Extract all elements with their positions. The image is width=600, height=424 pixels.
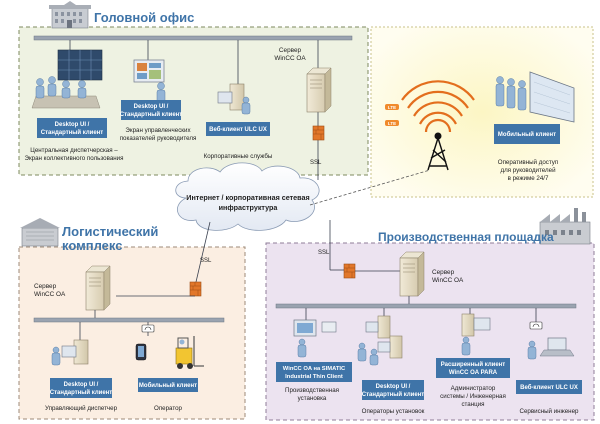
head-client2-cap2: показателей руководителя bbox=[120, 135, 197, 142]
executives-group-icon bbox=[495, 71, 575, 123]
production-client3-line2: WinCC OA PARA bbox=[449, 370, 498, 376]
engineering-station-icon bbox=[461, 313, 491, 356]
mobile-exec-label: Мобильный клиент bbox=[498, 131, 556, 138]
logistics-server-line2: WinCC OA bbox=[34, 291, 66, 298]
logistics-ssl-label: SSL bbox=[200, 258, 212, 264]
head-client3-box bbox=[206, 122, 270, 136]
mobile-exec-cap3: в режиме 24/7 bbox=[508, 175, 549, 182]
mobile-exec-cap1: Оперативный доступ bbox=[498, 159, 558, 166]
factory-building-icon bbox=[539, 208, 591, 245]
cell-tower-icon bbox=[401, 80, 475, 171]
production-client1-box bbox=[276, 362, 352, 382]
head-client1-cap2: Экран коллективного пользования bbox=[25, 155, 124, 162]
logistics-title-line2: комплекс bbox=[62, 238, 122, 253]
logistics-client2-cap1: Оператор bbox=[154, 405, 183, 412]
production-server-line1: Сервер bbox=[432, 269, 455, 276]
logistics-server-icon bbox=[85, 265, 111, 311]
operator-stations-icon bbox=[357, 315, 403, 366]
thin-client-icon bbox=[293, 319, 337, 358]
head-office-title: Головной офис bbox=[94, 10, 194, 25]
logistics-client1-cap1: Управляющий диспетчер bbox=[45, 405, 118, 412]
logistics-client1-box bbox=[50, 378, 112, 398]
head-client2-box bbox=[121, 100, 181, 120]
lte-label-a: LTE bbox=[388, 105, 396, 110]
production-client3-line1: Расширенный клиент bbox=[441, 361, 506, 368]
head-server-line1: Сервер bbox=[279, 47, 302, 54]
dispatcher-pc-icon bbox=[51, 339, 89, 366]
production-title: Производственная площадка bbox=[378, 230, 554, 244]
head-client1-cap1: Центральная диспетчерская – bbox=[30, 147, 118, 154]
production-client2-line1: Desktop UI / bbox=[376, 384, 411, 390]
production-client4-line1: Веб-клиент ULC UX bbox=[520, 384, 578, 391]
logistics-client2-box bbox=[138, 378, 198, 392]
production-client3-cap3: станция bbox=[461, 401, 484, 408]
head-client3-cap1: Корпоративные службы bbox=[204, 153, 273, 160]
lte-badge-icon bbox=[385, 104, 399, 126]
operators-group-icon bbox=[35, 76, 87, 99]
production-client2-box bbox=[362, 380, 424, 400]
production-client1-line2: Industrial Thin Client bbox=[285, 374, 343, 380]
production-client3-cap2: системы / Инженерная bbox=[440, 393, 506, 400]
logistics-client1-line1: Desktop UI / bbox=[64, 382, 99, 388]
head-client2-line1: Desktop UI / bbox=[134, 104, 169, 110]
head-server-line2: WinCC OA bbox=[274, 55, 306, 62]
production-server-icon bbox=[399, 251, 425, 297]
logistics-client2-line1: Мобильный клиент bbox=[139, 382, 197, 389]
head-firewall-icon bbox=[312, 125, 325, 141]
production-wifi-icon bbox=[529, 321, 543, 330]
logistics-uplink bbox=[195, 221, 211, 283]
production-ssl-label: SSL bbox=[318, 250, 330, 256]
dashboard-screen-icon bbox=[133, 59, 166, 105]
production-client4-cap1: Сервисный инженер bbox=[520, 408, 580, 415]
production-bus bbox=[275, 303, 577, 309]
head-client1-box bbox=[37, 118, 107, 138]
cloud-label-line2: инфраструктура bbox=[219, 203, 279, 212]
production-client4-box bbox=[516, 380, 582, 394]
head-client2-line2: Стандартный клиент bbox=[120, 111, 183, 118]
lte-label-b: LTE bbox=[388, 121, 396, 126]
video-wall-icon bbox=[31, 49, 103, 109]
mobile-link-dashed bbox=[309, 169, 431, 206]
production-client1-cap1: Производственная bbox=[285, 387, 339, 394]
mobile-exec-box bbox=[494, 124, 560, 144]
mobile-phone-icon bbox=[135, 343, 147, 361]
forklift-icon bbox=[175, 336, 204, 369]
head-client1-line1: Desktop UI / bbox=[55, 122, 90, 128]
head-client2-cap1: Экран управленческих bbox=[125, 127, 191, 134]
logistics-bus bbox=[33, 317, 225, 323]
production-client2-cap1: Операторы установок bbox=[362, 408, 425, 415]
logistics-server-line1: Сервер bbox=[34, 283, 57, 290]
head-office-building-icon bbox=[49, 1, 91, 29]
head-office-bus bbox=[33, 35, 353, 41]
logistics-client1-line2: Стандартный клиент bbox=[50, 389, 113, 396]
logistics-title-line1: Логистический bbox=[62, 224, 158, 239]
production-client1-line1: WinCC OA на SIMATIC bbox=[283, 366, 346, 372]
head-client3-line1: Веб-клиент ULC UX bbox=[209, 126, 267, 133]
head-ssl-label: SSL bbox=[310, 160, 322, 166]
internet-cloud bbox=[175, 162, 320, 231]
logistics-wifi-icon bbox=[141, 324, 155, 333]
desktop-pc-icon bbox=[217, 83, 251, 115]
production-server-line2: WinCC OA bbox=[432, 277, 464, 284]
cloud-label-line1: Интернет / корпоративная сетевая bbox=[186, 193, 309, 202]
mobile-exec-cap2: для руководителей bbox=[500, 167, 556, 174]
production-client3-cap1: Администратор bbox=[451, 385, 496, 392]
production-client2-line2: Стандартный клиент bbox=[362, 391, 425, 398]
laptop-icon bbox=[527, 337, 575, 360]
production-firewall-icon bbox=[343, 263, 356, 279]
production-client3-box bbox=[436, 358, 510, 378]
head-client1-line2: Стандартный клиент bbox=[41, 129, 104, 136]
head-server-icon bbox=[306, 67, 332, 113]
production-client1-cap2: установка bbox=[298, 395, 327, 402]
logistics-firewall-icon bbox=[189, 281, 202, 297]
warehouse-building-icon bbox=[20, 218, 60, 247]
